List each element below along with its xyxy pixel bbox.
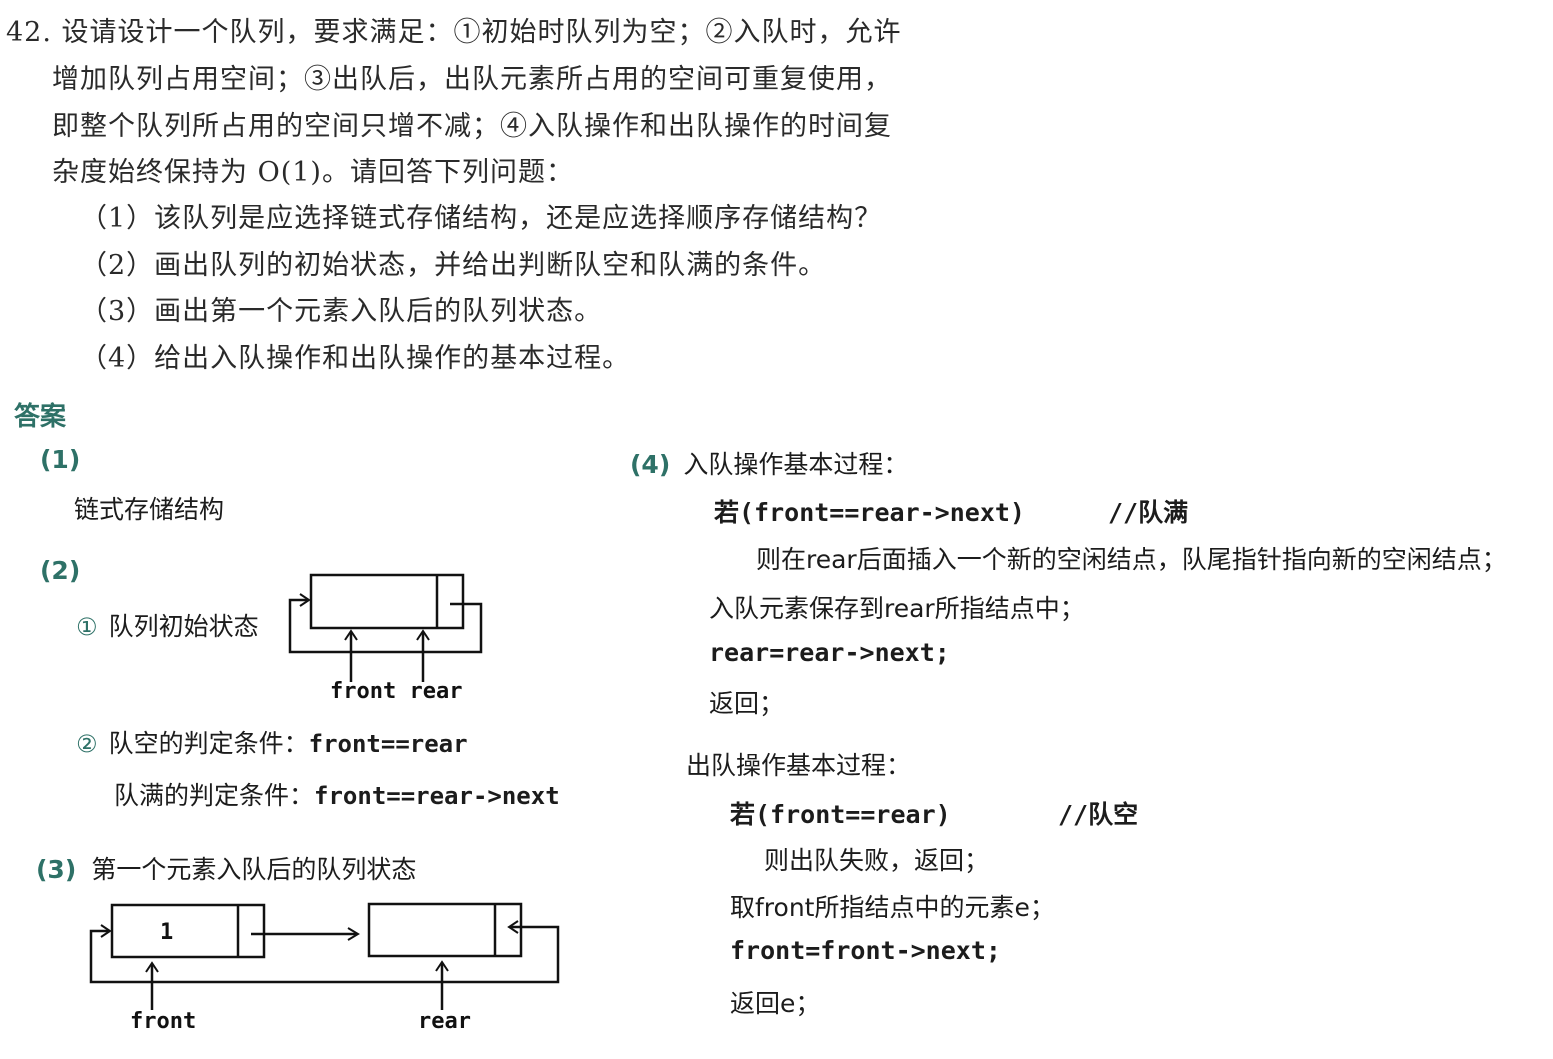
- dequeue-title: 出队操作基本过程：: [686, 751, 912, 780]
- dequeue-if: 若(front==rear): [730, 800, 951, 829]
- enqueue-save: 入队元素保存到rear所指结点中；: [709, 594, 1085, 623]
- node-2-loop-arrowhead: [100, 924, 112, 938]
- node-2-loop-pointer: [89, 925, 560, 984]
- initial-state-item: ① 队列初始状态: [76, 607, 259, 643]
- enqueue-title: 入队操作基本过程：: [683, 450, 909, 479]
- answer-4-heading: (4) 入队操作基本过程：: [630, 445, 908, 481]
- enqueue-comment: //队满: [1108, 498, 1189, 527]
- dequeue-comment: //队空: [1058, 800, 1139, 829]
- dequeue-then: 则出队失败，返回；: [764, 846, 990, 875]
- full-condition: 队满的判定条件：front==rear->next: [114, 776, 560, 812]
- question-line-4: 杂度始终保持为 O(1)。请回答下列问题：: [52, 157, 574, 188]
- initial-self-loop-pointer: [288, 598, 483, 654]
- initial-state-label: 队列初始状态: [108, 612, 259, 641]
- front-pointer-arrowhead: [145, 961, 159, 973]
- question-line-2: 增加队列占用空间；③出队后，出队元素所占用的空间可重复使用，: [52, 64, 892, 95]
- empty-condition-code: front==rear: [308, 730, 468, 758]
- answer-heading: 答案: [14, 402, 67, 432]
- node-1-box: [110, 903, 266, 959]
- answer-3-heading: (3) 第一个元素入队后的队列状态: [36, 850, 416, 886]
- initial-loop-arrowhead: [299, 593, 311, 607]
- enqueue-move: rear=rear->next;: [709, 638, 950, 667]
- initial-front-rear-label: front rear: [330, 679, 463, 704]
- sub-question-2: （2）画出队列的初始状态，并给出判断队空和队满的条件。: [80, 250, 827, 281]
- answer-2-number: (2): [40, 556, 81, 585]
- initial-rear-arrowhead: [416, 629, 430, 641]
- answer-3-number: (3): [36, 855, 77, 884]
- question-line-3: 即整个队列所占用的空间只增不减；④入队操作和出队操作的时间复: [52, 111, 892, 142]
- node-2-loop-start-mark: [507, 920, 519, 934]
- initial-front-arrowhead: [344, 629, 358, 641]
- answer-1-number: (1): [40, 445, 81, 474]
- dequeue-take: 取front所指结点中的元素e；: [730, 893, 1055, 922]
- enqueue-if-line: 若(front==rear->next): [714, 493, 1025, 529]
- empty-condition: ② 队空的判定条件：front==rear: [76, 724, 468, 760]
- enqueue-then: 则在rear后面插入一个新的空闲结点，队尾指针指向新的空闲结点；: [756, 545, 1507, 574]
- enqueue-if: 若(front==rear->next): [714, 498, 1025, 527]
- answer-3-text: 第一个元素入队后的队列状态: [91, 855, 417, 884]
- sub-question-4: （4）给出入队操作和出队操作的基本过程。: [80, 343, 631, 374]
- full-condition-code: front==rear->next: [314, 782, 560, 810]
- enqueue-return: 返回；: [709, 689, 785, 718]
- dequeue-move: front=front->next;: [730, 936, 1001, 965]
- node-1-next-arrowhead: [347, 927, 360, 941]
- question-line-1: 42. 设请设计一个队列，要求满足：①初始时队列为空；②入队时，允许: [6, 17, 902, 48]
- circled-two-marker: ②: [76, 730, 98, 758]
- front-label: front: [130, 1009, 197, 1034]
- answer-1-text: 链式存储结构: [74, 495, 225, 524]
- initial-node-box: [309, 573, 465, 630]
- node-2-box: [367, 902, 523, 958]
- full-condition-label: 队满的判定条件：: [114, 781, 315, 810]
- rear-label: rear: [418, 1009, 471, 1034]
- circled-one-marker: ①: [76, 613, 98, 641]
- empty-condition-label: 队空的判定条件：: [108, 729, 309, 758]
- sub-question-3: （3）画出第一个元素入队后的队列状态。: [80, 296, 603, 327]
- node-1-value: 1: [160, 920, 174, 945]
- answer-4-number: (4): [630, 450, 671, 479]
- sub-question-1: （1）该队列是应选择链式存储结构，还是应选择顺序存储结构？: [80, 203, 883, 234]
- dequeue-return: 返回e；: [730, 989, 821, 1018]
- rear-pointer-arrowhead: [435, 960, 449, 972]
